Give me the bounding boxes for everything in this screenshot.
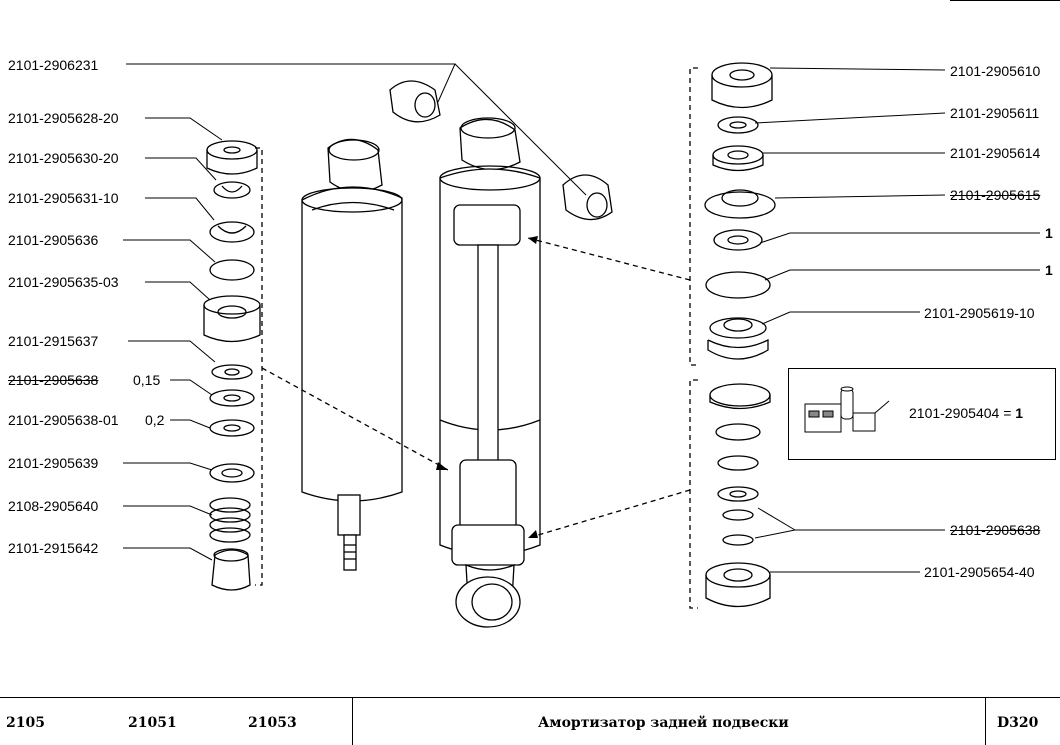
repair-kit-icon <box>804 386 890 433</box>
model-2105: 2105 <box>6 715 45 731</box>
rubber-bushings <box>389 80 613 221</box>
right-parts-stack <box>704 62 776 608</box>
right-shock-absorber <box>439 117 541 628</box>
label-l1: 2101-2906231 <box>8 57 99 73</box>
label-l12: 2101-2915642 <box>8 540 99 556</box>
model-21053: 21053 <box>248 715 297 731</box>
top-rule <box>950 0 1060 1</box>
label-l6: 2101-2905635-03 <box>8 274 119 290</box>
label-r2: 2101-2905611 <box>950 105 1040 121</box>
leader-lines <box>123 63 1040 573</box>
label-r1: 2101-2905610 <box>950 63 1041 79</box>
label-l2: 2101-2905628-20 <box>8 110 119 126</box>
label-r9: 2101-2905654-40 <box>924 564 1035 580</box>
label-r3: 2101-2905614 <box>950 145 1041 161</box>
group-brackets <box>255 67 698 609</box>
repair-kit-qty: 1 <box>1015 405 1024 421</box>
model-21051: 21051 <box>128 715 177 731</box>
label-l5: 2101-2905636 <box>8 232 99 248</box>
label-l8: 2101-2905638 <box>8 372 99 388</box>
left-parts-stack <box>203 140 261 591</box>
page-footer: 2105 21051 21053 Амортизатор задней подв… <box>0 697 1060 745</box>
label-r4: 2101-2905615 <box>950 187 1041 203</box>
footer-divider <box>352 698 353 745</box>
left-shock-absorber <box>301 138 403 571</box>
label-l4: 2101-2905631-10 <box>8 190 119 206</box>
page-title: Амортизатор задней подвески <box>538 715 789 731</box>
label-l8-note: 0,15 <box>133 372 161 388</box>
label-l11: 2108-2905640 <box>8 498 99 514</box>
label-l9: 2101-2905638-01 <box>8 412 119 428</box>
label-l3: 2101-2905630-20 <box>8 150 119 166</box>
repair-kit-box: 2101-2905404 = 1 <box>788 368 1056 460</box>
label-l9-note: 0,2 <box>145 412 165 428</box>
repair-kit-part: 2101-2905404 = <box>909 405 1012 421</box>
label-r5: 1 <box>1045 225 1053 241</box>
label-l10: 2101-2905639 <box>8 455 99 471</box>
label-r6: 1 <box>1045 262 1053 278</box>
label-r8: 2101-2905638 <box>950 522 1041 538</box>
label-r7: 2101-2905619-10 <box>924 305 1035 321</box>
repair-kit-text: 2101-2905404 = 1 <box>909 405 1023 421</box>
exploded-view-diagram <box>123 62 1040 628</box>
footer-divider <box>985 698 986 745</box>
page-code: D320 <box>997 715 1039 731</box>
label-l7: 2101-2915637 <box>8 333 99 349</box>
